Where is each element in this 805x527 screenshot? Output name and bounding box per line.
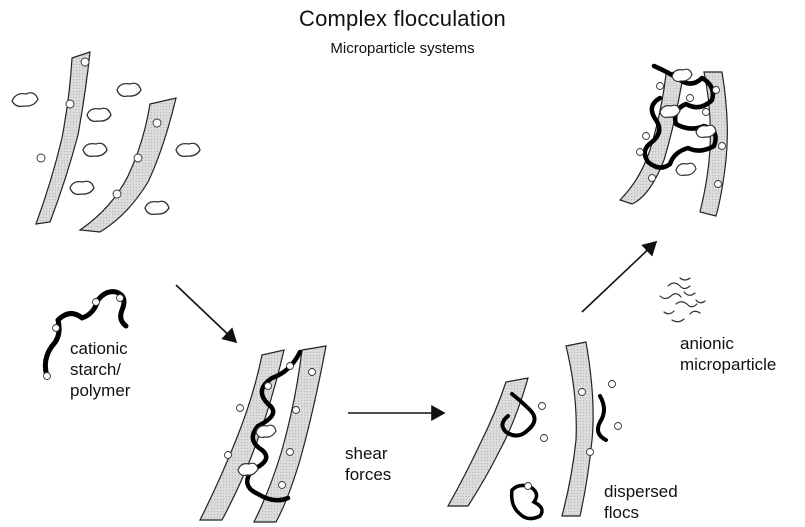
fine-particle [176,143,200,156]
fine-particle [83,143,107,156]
fibre [562,342,593,516]
fibre-group-flocculated [200,346,326,522]
fine-particle [672,69,692,81]
fibre-group-reflocculated [620,66,727,216]
fibre [36,52,90,224]
arrow-microparticle [582,242,656,312]
label-anionic-microparticle: anionic microparticle [680,333,776,375]
label-dispersed-flocs: dispersed flocs [604,481,678,523]
label-cationic-starch-polymer: cationic starch/ polymer [70,338,130,401]
fine-particle [676,163,696,175]
fine-particle [12,93,38,107]
fine-particle [117,83,141,96]
fine-particle [87,108,111,121]
fine-particle [256,425,276,437]
label-shear-forces: shear forces [345,443,391,485]
dispersed-floc [512,485,542,518]
dispersed-polymer-fragment [598,396,606,440]
fine-particle [238,463,258,475]
fine-particle [145,201,169,214]
anionic-microparticle-cluster [660,278,705,322]
fibre-group-dispersed [448,342,622,519]
fine-particle [70,181,94,194]
fibre [620,70,684,204]
arrow-polymer-to-floc [176,285,236,342]
